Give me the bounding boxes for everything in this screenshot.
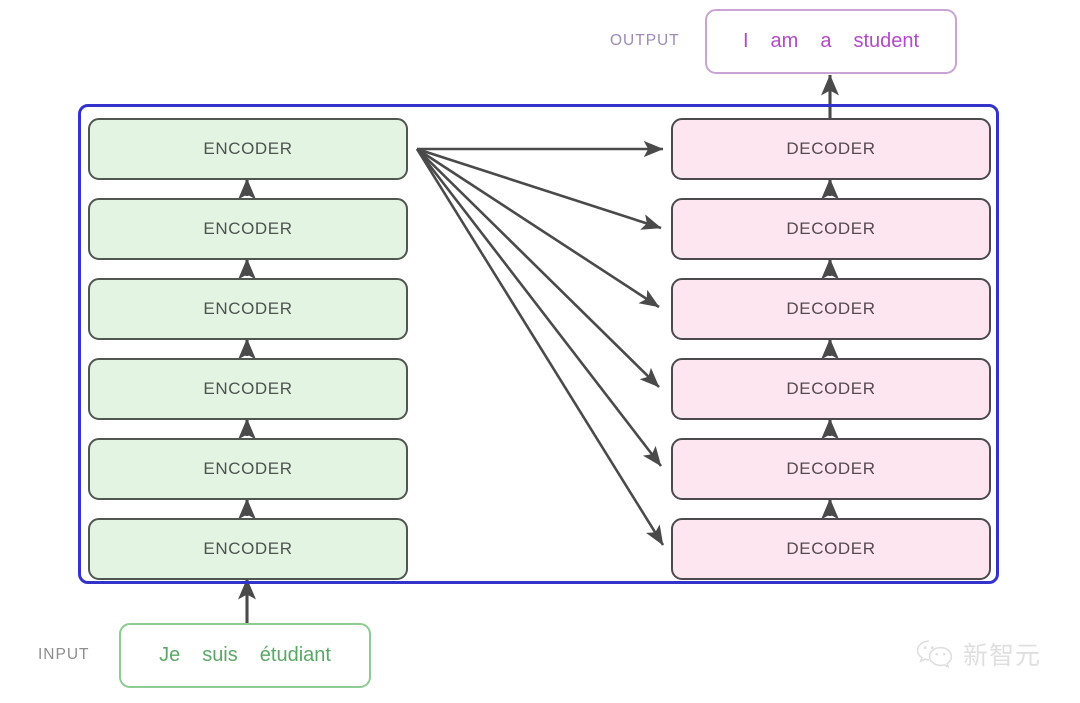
output-box[interactable]: I am a student: [705, 9, 957, 74]
encoder-to-decoder-fan: [415, 140, 665, 546]
encoder-block-3[interactable]: ENCODER: [88, 278, 408, 340]
encoder-block-label: ENCODER: [203, 139, 293, 158]
fan-arrow-to-decoder-5: [415, 148, 663, 467]
fan-arrow-to-decoder-2: [416, 147, 662, 230]
input-token: suis: [202, 644, 238, 666]
output-token: a: [820, 30, 832, 52]
decoder-block-6[interactable]: DECODER: [671, 518, 991, 580]
decoder-block-label: DECODER: [786, 459, 876, 478]
encoder-block-label: ENCODER: [203, 299, 293, 318]
decoder-block-5[interactable]: DECODER: [671, 438, 991, 500]
model-container: [78, 104, 999, 584]
encoder-block-2[interactable]: ENCODER: [88, 198, 408, 260]
input-token: étudiant: [259, 644, 331, 666]
decoder-block-label: DECODER: [786, 539, 876, 558]
encoder-block-5[interactable]: ENCODER: [88, 438, 408, 500]
encoder-block-label: ENCODER: [203, 219, 293, 238]
encoder-block-6[interactable]: ENCODER: [88, 518, 408, 580]
fan-arrow-to-decoder-6: [415, 148, 665, 546]
decoder-block-2[interactable]: DECODER: [671, 198, 991, 260]
decoder-block-label: DECODER: [786, 139, 876, 158]
decoder-block-label: DECODER: [786, 219, 876, 238]
fan-arrow-to-decoder-3: [416, 147, 660, 309]
encoder-block-4[interactable]: ENCODER: [88, 358, 408, 420]
decoder-block-1[interactable]: DECODER: [671, 118, 991, 180]
output-token: am: [770, 30, 799, 52]
decoder-block-label: DECODER: [786, 299, 876, 318]
input-label: INPUT: [38, 646, 90, 663]
decoder-block-3[interactable]: DECODER: [671, 278, 991, 340]
decoder-block-label: DECODER: [786, 379, 876, 398]
encoder-block-label: ENCODER: [203, 459, 293, 478]
output-token: I: [742, 30, 749, 52]
encoder-block-label: ENCODER: [203, 379, 293, 398]
output-token: student: [853, 30, 920, 52]
fan-arrow-to-decoder-4: [416, 148, 660, 388]
decoder-block-4[interactable]: DECODER: [671, 358, 991, 420]
watermark: 新智元: [915, 632, 1065, 676]
input-box[interactable]: Je suis étudiant: [119, 623, 371, 688]
watermark-text: 新智元: [963, 641, 1042, 670]
input-token: Je: [159, 644, 181, 666]
wechat-icon: [916, 640, 953, 669]
output-label: OUTPUT: [610, 32, 680, 49]
encoder-block-label: ENCODER: [203, 539, 293, 558]
encoder-block-1[interactable]: ENCODER: [88, 118, 408, 180]
